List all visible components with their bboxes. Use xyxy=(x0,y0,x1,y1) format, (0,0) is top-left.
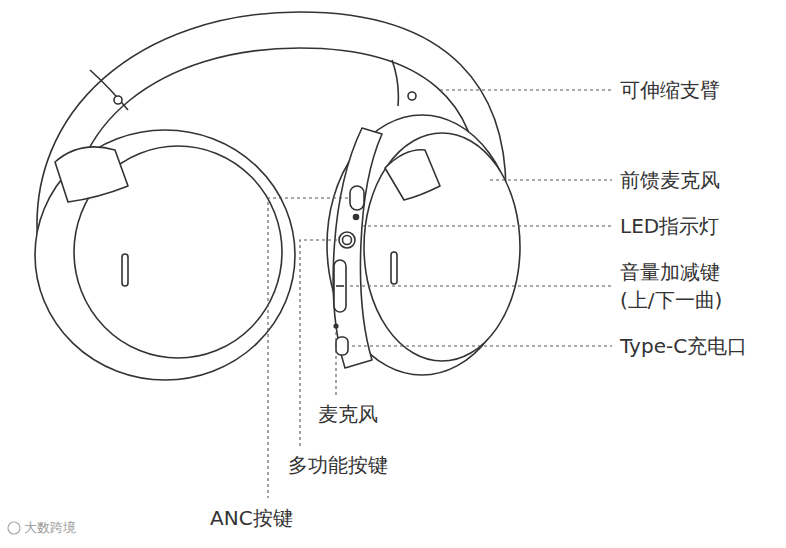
volume-rocker xyxy=(334,260,346,312)
part-label: 可伸缩支臂 xyxy=(620,77,720,103)
multifunction-button xyxy=(339,232,355,248)
left-yoke xyxy=(55,147,128,202)
left-slit xyxy=(122,254,128,286)
leader-line xyxy=(352,345,612,346)
watermark-icon xyxy=(8,522,20,534)
part-label: Type-C充电口 xyxy=(620,333,747,359)
leader-line xyxy=(440,89,612,90)
slider-hole xyxy=(114,96,122,104)
watermark: 大数跨境 xyxy=(24,520,76,536)
right-cup xyxy=(364,133,520,361)
leader-line xyxy=(335,332,336,396)
leader-line xyxy=(350,285,612,286)
led-indicator xyxy=(354,215,359,220)
part-label: LED指示灯 xyxy=(620,213,719,239)
leader-line xyxy=(490,179,612,180)
leader-line xyxy=(362,225,612,226)
slider-hole xyxy=(408,92,416,100)
part-label: 音量加减键 (上/下一曲) xyxy=(620,258,745,314)
right-yoke xyxy=(385,150,440,200)
right-slit xyxy=(391,252,397,284)
anc-button xyxy=(350,186,364,210)
part-label: 多功能按键 xyxy=(288,452,388,478)
type-c-port xyxy=(336,337,348,355)
left-cushion xyxy=(35,130,295,380)
volume-rocker-split xyxy=(336,285,344,287)
mic-hole xyxy=(334,324,338,328)
part-label: 麦克风 xyxy=(318,401,378,427)
part-label: 前馈麦克风 xyxy=(620,167,720,193)
slider-joint xyxy=(90,60,398,110)
part-label: ANC按键 xyxy=(210,505,293,531)
multifunction-button-inner xyxy=(343,236,352,245)
